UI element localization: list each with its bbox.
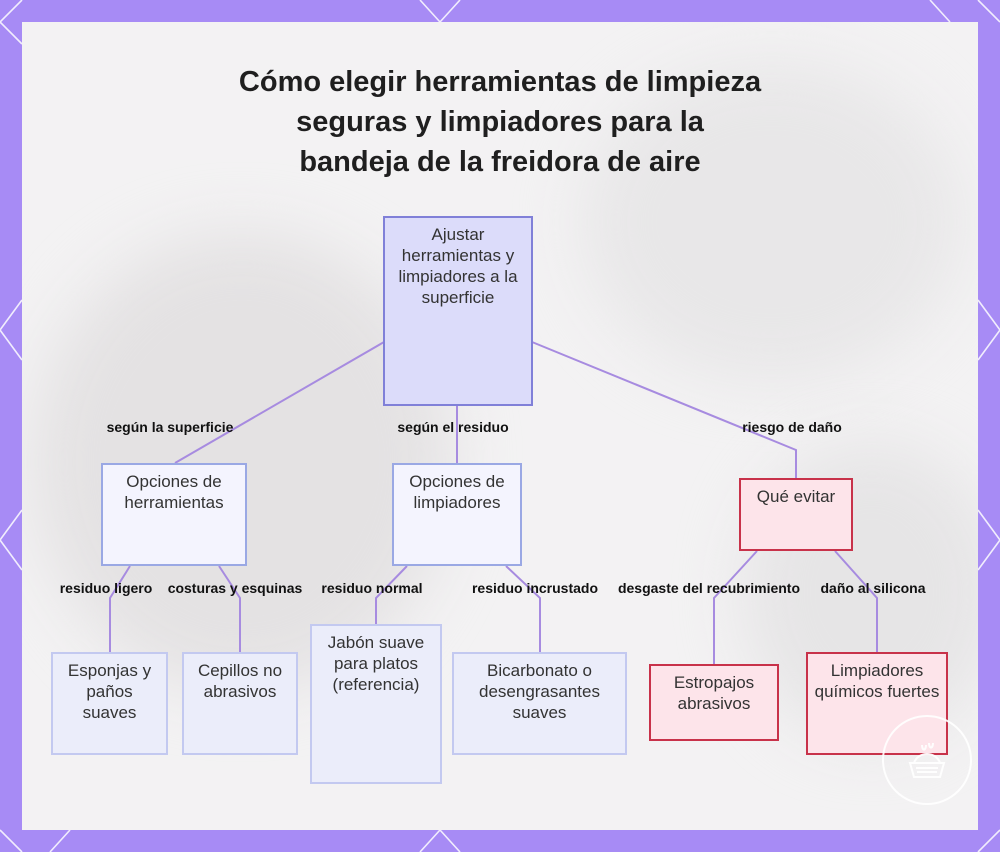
node-what-to-avoid: Qué evitar bbox=[739, 478, 853, 551]
diagram-title: Cómo elegir herramientas de limpieza seg… bbox=[0, 62, 1000, 182]
node-root: Ajustar herramientas y limpiadores a la … bbox=[383, 216, 533, 406]
brand-logo bbox=[882, 715, 972, 805]
edge-label-seams-corners: costuras y esquinas bbox=[167, 580, 303, 596]
edge-label-damage-risk: riesgo de daño bbox=[742, 419, 842, 435]
edge-tools-brushes bbox=[218, 565, 241, 652]
edge-label-coating-wear: desgaste del recubrimiento bbox=[617, 580, 801, 596]
edge-tools-sponges bbox=[109, 565, 131, 652]
node-root-label: Ajustar herramientas y limpiadores a la … bbox=[398, 225, 518, 307]
node-dish-soap-label: Jabón suave para platos (referencia) bbox=[327, 633, 425, 694]
node-harsh-chemicals-label: Limpiadores químicos fuertes bbox=[814, 661, 940, 701]
node-sponges: Esponjas y paños suaves bbox=[51, 652, 168, 755]
edge-label-by-residue: según el residuo bbox=[397, 419, 509, 435]
edge-label-light-residue: residuo ligero bbox=[59, 580, 153, 596]
node-tool-options-label: Opciones de herramientas bbox=[124, 472, 224, 512]
edge-avoid-scourers bbox=[713, 550, 758, 664]
background-photo-blur bbox=[32, 232, 452, 692]
node-sponges-label: Esponjas y paños suaves bbox=[67, 661, 152, 722]
node-dish-soap: Jabón suave para platos (referencia) bbox=[310, 624, 442, 784]
basket-icon bbox=[908, 742, 946, 778]
node-baking-soda: Bicarbonato o desengrasantes suaves bbox=[452, 652, 627, 755]
edge-cleaners-bicarb bbox=[505, 565, 541, 652]
edge-label-baked-residue: residuo incrustado bbox=[471, 580, 599, 596]
node-abrasive-scourers-label: Estropajos abrasivos bbox=[673, 673, 755, 713]
title-line-2: seguras y limpiadores para la bbox=[296, 106, 704, 138]
background-photo-blur bbox=[582, 62, 962, 382]
edge-label-normal-residue: residuo normal bbox=[321, 580, 423, 596]
node-brushes-label: Cepillos no abrasivos bbox=[197, 661, 283, 701]
edge-cleaners-soap bbox=[375, 565, 408, 624]
title-line-1: Cómo elegir herramientas de limpieza bbox=[238, 66, 762, 98]
edge-root-tools bbox=[174, 341, 385, 464]
edge-label-by-surface: según la superficie bbox=[106, 419, 234, 435]
node-brushes: Cepillos no abrasivos bbox=[182, 652, 298, 755]
node-abrasive-scourers: Estropajos abrasivos bbox=[649, 664, 779, 741]
node-cleaner-options: Opciones de limpiadores bbox=[392, 463, 522, 566]
node-baking-soda-label: Bicarbonato o desengrasantes suaves bbox=[479, 661, 600, 722]
title-line-3: bandeja de la freidora de aire bbox=[299, 146, 701, 178]
edge-root-avoid bbox=[531, 341, 797, 478]
node-tool-options: Opciones de herramientas bbox=[101, 463, 247, 566]
node-what-to-avoid-label: Qué evitar bbox=[756, 487, 836, 506]
node-cleaner-options-label: Opciones de limpiadores bbox=[409, 472, 505, 512]
edge-label-silicone-damage: daño al silicona bbox=[820, 580, 926, 596]
edge-avoid-chemicals bbox=[834, 550, 878, 652]
